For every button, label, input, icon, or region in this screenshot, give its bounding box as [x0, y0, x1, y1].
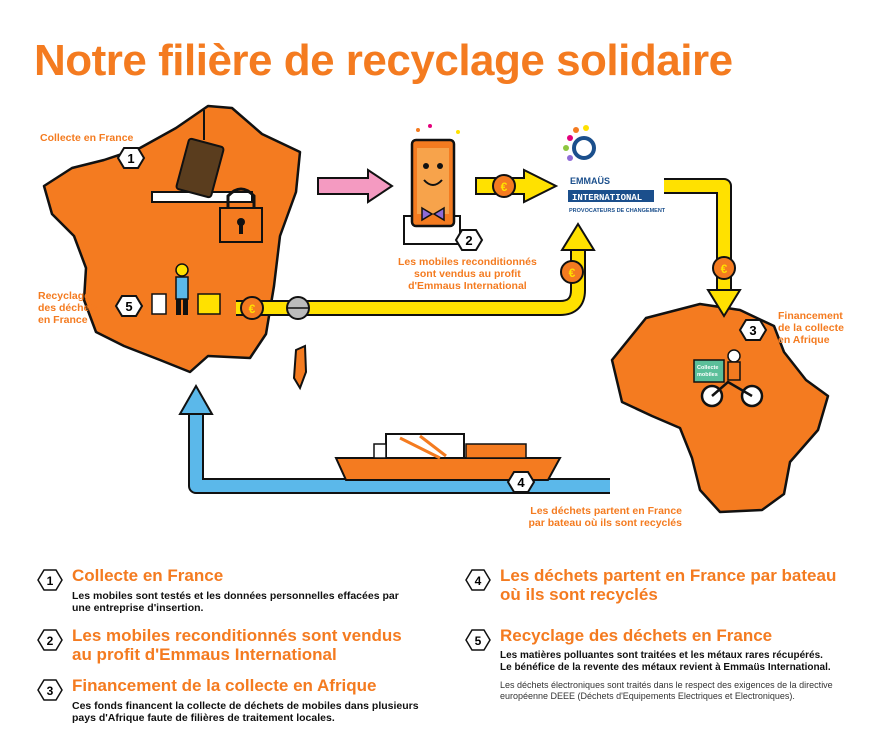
map-badge-4: 4 — [506, 471, 536, 493]
svg-text:€: € — [249, 302, 256, 316]
hex-badge-5: 5 — [465, 629, 491, 651]
svg-text:3: 3 — [749, 323, 756, 338]
svg-text:4: 4 — [517, 475, 525, 490]
map-badge-3: 3 — [738, 319, 768, 341]
label-dechets: Les déchets partent en France par bateau… — [528, 505, 682, 529]
svg-text:€: € — [569, 266, 576, 280]
arrow-up-to-emmaus — [560, 222, 596, 251]
legend-title-4: Les déchets partent en France par bateau… — [500, 566, 837, 604]
page-title: Notre filière de recyclage solidaire — [34, 36, 733, 85]
legend-title-2: Les mobiles reconditionnés sont vendus a… — [72, 626, 402, 664]
svg-text:€: € — [501, 180, 508, 194]
svg-text:2: 2 — [47, 634, 54, 648]
arrow-down-to-africa — [706, 289, 742, 318]
map-badge-1: 1 — [116, 147, 146, 169]
pink-arrow — [317, 168, 394, 204]
legend-title-1: Collecte en France — [72, 566, 224, 585]
svg-text:mobiles: mobiles — [697, 372, 718, 378]
emmaus-name: EMMAÜS — [570, 176, 610, 186]
map-badge-5: 5 — [114, 295, 144, 317]
svg-text:1: 1 — [47, 574, 54, 588]
corsica — [292, 344, 308, 391]
africa-map — [610, 302, 830, 514]
euro-coin-2: € — [492, 174, 516, 198]
collect-box-icon — [151, 110, 263, 243]
recycling-flow-diagram: € € € € EMMAÜS — [42, 104, 830, 514]
svg-text:5: 5 — [475, 634, 482, 648]
cargo-ship-icon — [334, 433, 562, 481]
hex-badge-3: 3 — [37, 679, 63, 701]
label-collecte: Collecte en France — [40, 132, 134, 144]
legend-item-1: 1 Collecte en France Les mobiles sont te… — [36, 566, 456, 618]
legend-desc-5: Les matières polluantes sont traitées et… — [500, 650, 831, 673]
label-recyclage: Recyclage des déchets en France — [38, 290, 99, 326]
legend-item-4: 4 Les déchets partent en France par bate… — [464, 566, 874, 612]
label-financement: Financement de la collecte en Afrique — [778, 310, 844, 346]
svg-text:Collecte: Collecte — [697, 365, 718, 371]
legend-title-5: Recyclage des déchets en France — [500, 626, 773, 645]
arrow-up-to-france — [178, 383, 214, 415]
hex-badge-1: 1 — [37, 569, 63, 591]
motorbike-courier-icon: Collecte mobiles — [693, 349, 764, 408]
legend-note-5: Les déchets électroniques sont traités d… — [500, 680, 833, 701]
refurbished-phone-icon — [403, 124, 461, 245]
emmaus-name2: INTERNATIONAL — [572, 193, 642, 203]
svg-text:4: 4 — [475, 574, 482, 588]
emmaus-international-logo: EMMAÜS INTERNATIONAL PROVOCATEURS DE CHA… — [563, 125, 666, 214]
map-badge-2: 2 — [454, 229, 484, 251]
legend-desc-3: Ces fonds financent la collecte de déche… — [72, 700, 419, 724]
euro-coin-1: € — [240, 296, 264, 320]
legend-title-3: Financement de la collecte en Afrique — [72, 676, 377, 695]
svg-text:5: 5 — [125, 299, 132, 314]
svg-text:2: 2 — [465, 233, 472, 248]
hex-badge-4: 4 — [465, 569, 491, 591]
legend-item-5: 5 Recyclage des déchets en France Les ma… — [464, 626, 874, 708]
recycling-worker-icon — [151, 263, 221, 315]
legend-desc-1: Les mobiles sont testés et les données p… — [72, 590, 399, 614]
euro-coin-4: € — [712, 256, 736, 280]
svg-text:3: 3 — [47, 684, 54, 698]
label-mobiles: Les mobiles reconditionnés sont vendus a… — [398, 256, 537, 292]
legend-item-2: 2 Les mobiles reconditionnés sont vendus… — [36, 626, 456, 672]
legend-item-3: 3 Financement de la collecte en Afrique … — [36, 676, 456, 728]
svg-text:€: € — [721, 262, 728, 276]
hex-badge-2: 2 — [37, 629, 63, 651]
svg-text:1: 1 — [127, 151, 134, 166]
euro-coin-3: € — [560, 260, 584, 284]
emmaus-tagline: PROVOCATEURS DE CHANGEMENT — [569, 208, 666, 214]
